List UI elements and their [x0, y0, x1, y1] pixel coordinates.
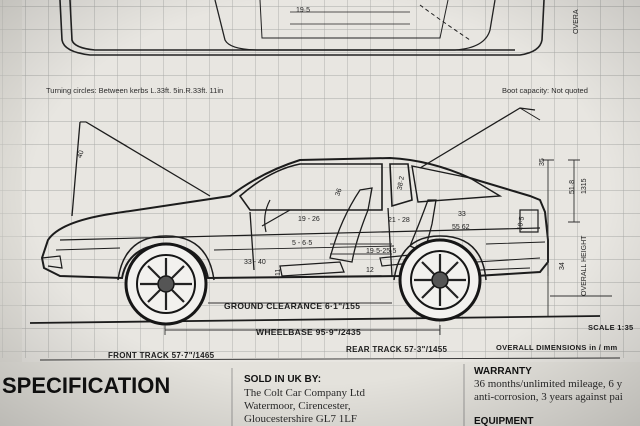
- specification-heading: SPECIFICATION: [2, 373, 170, 398]
- dim-21-28: 21 - 28: [388, 217, 410, 224]
- dim-51-8: 51·8: [569, 180, 576, 194]
- sold-line-3: Gloucestershire GL7 1LF: [244, 413, 357, 425]
- turning-circles-note: Turning circles: Between kerbs L.33ft. 5…: [46, 86, 223, 95]
- dim-35: 35: [539, 158, 546, 166]
- warranty-line-1: 36 months/unlimited mileage, 6 y: [474, 378, 623, 390]
- rear-track-caption: REAR TRACK 57·3"/1455: [346, 345, 447, 354]
- rear-wheel: [398, 238, 482, 322]
- dim-55-62: 55 62: [452, 224, 470, 231]
- dim-33a: 33: [458, 211, 466, 218]
- dim-11: 11: [275, 269, 282, 276]
- sold-line-2: Watermoor, Cirencester,: [244, 400, 351, 412]
- equipment-heading: EQUIPMENT: [474, 416, 533, 426]
- ground-clearance-caption: GROUND CLEARANCE 6·1"/155: [224, 301, 360, 311]
- dim-12: 12: [366, 267, 374, 274]
- dim-5-6-5: 5 - 6·5: [292, 240, 312, 247]
- overall-dimensions-caption: OVERALL DIMENSIONS in / mm: [496, 343, 617, 352]
- wheelbase-caption: WHEELBASE 95·9"/2435: [256, 327, 361, 337]
- dim-top-19-5: 19·5: [296, 7, 310, 14]
- front-wheel: [124, 242, 208, 326]
- dim-34: 34: [559, 262, 566, 270]
- overall-side-label: OVERA: [573, 9, 580, 34]
- dim-19-5-25-5: 19·5-25·5: [366, 248, 396, 255]
- dim-1315: 1315: [581, 178, 588, 194]
- dim-33-40: 33 - 40: [244, 259, 266, 266]
- sold-line-1: The Colt Car Company Ltd: [244, 387, 365, 399]
- warranty-heading: WARRANTY: [474, 366, 532, 377]
- warranty-line-2: anti-corrosion, 3 years against pai: [474, 391, 623, 403]
- sold-in-uk-heading: SOLD IN UK BY:: [244, 374, 321, 385]
- dim-19-26: 19 - 26: [298, 216, 320, 223]
- scale-caption: SCALE 1:35: [588, 323, 634, 332]
- front-track-caption: FRONT TRACK 57·7"/1465: [108, 351, 215, 360]
- overall-height-label: OVERALL HEIGHT: [581, 235, 588, 296]
- boot-capacity-note: Boot capacity: Not quoted: [502, 86, 588, 95]
